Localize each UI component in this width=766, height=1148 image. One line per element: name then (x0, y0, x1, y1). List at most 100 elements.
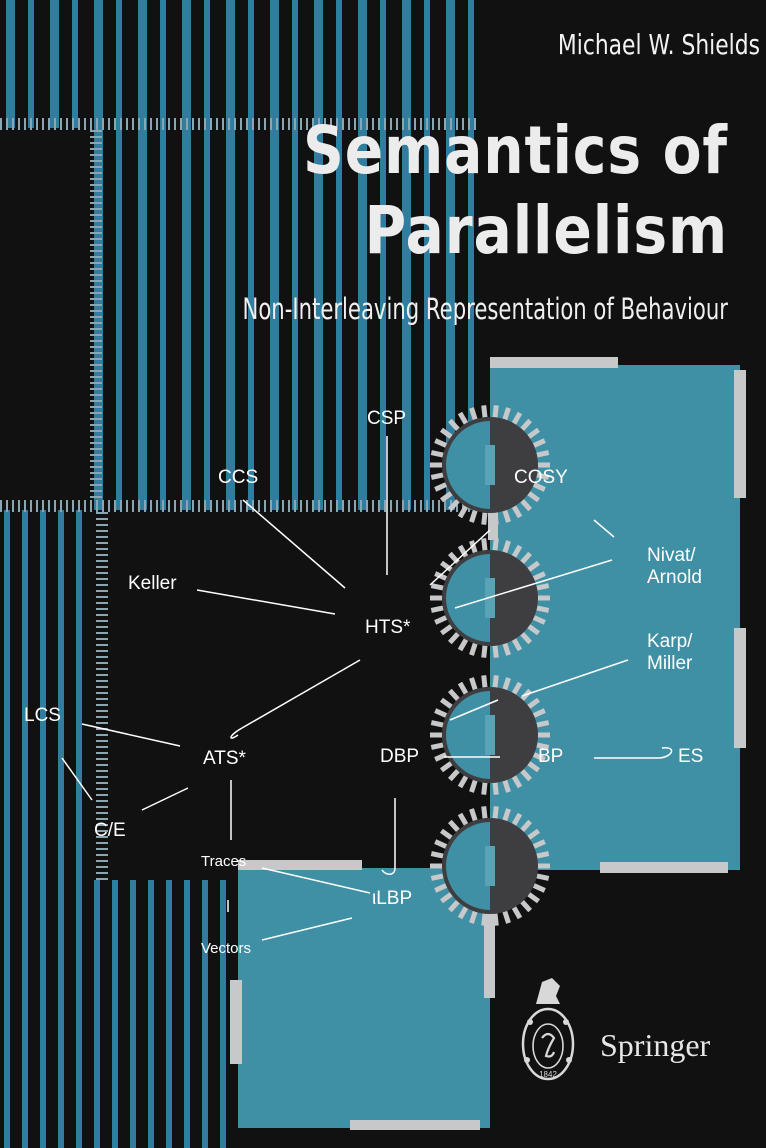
tick (246, 500, 248, 512)
tick (192, 118, 194, 130)
stripe (314, 0, 323, 510)
gear-tooth (511, 411, 523, 425)
tick (96, 878, 108, 880)
tick (216, 118, 218, 130)
gear-tooth (527, 828, 541, 840)
tick (186, 118, 188, 130)
tick (108, 500, 110, 512)
tick (90, 322, 102, 324)
gear-tooth (447, 418, 460, 432)
gear-tooth (536, 450, 550, 458)
stripe (380, 0, 386, 510)
gear-tooth (527, 560, 541, 572)
tick (90, 244, 102, 246)
tick (366, 118, 368, 130)
stripe (148, 880, 154, 1148)
tick (282, 118, 284, 130)
gear-tooth (520, 899, 533, 913)
gear-tooth (481, 405, 488, 418)
tick (108, 118, 110, 130)
stripe (182, 0, 191, 510)
tick (420, 500, 422, 512)
left-panel (0, 128, 92, 510)
stripe (204, 0, 210, 510)
tick (96, 716, 108, 718)
tick (150, 118, 152, 130)
tick (96, 542, 108, 544)
gear-tooth (481, 512, 488, 525)
gear-circles (430, 405, 550, 926)
tick (162, 500, 164, 512)
tick (426, 500, 428, 512)
tick (456, 500, 458, 512)
tick (240, 118, 242, 130)
tick (90, 364, 102, 366)
stripe (130, 880, 136, 1148)
logo-year: 1842 (539, 1070, 557, 1079)
gear-tooth (502, 808, 511, 822)
gear-tooth (502, 540, 511, 554)
tick (90, 190, 102, 192)
gear-tooth (520, 551, 533, 565)
tick (372, 500, 374, 512)
tick (30, 500, 32, 512)
tick (168, 118, 170, 130)
tick (72, 500, 74, 512)
label-karp: Karp/ (647, 631, 693, 652)
gear-tooth (527, 892, 541, 904)
gear-tooth (434, 752, 448, 762)
gear-tooth (527, 491, 541, 503)
gear-tooth (447, 899, 460, 913)
gear-tooth (447, 819, 460, 833)
tick (96, 692, 108, 694)
tick (42, 500, 44, 512)
tick (90, 490, 102, 492)
tick (354, 118, 356, 130)
tick (96, 746, 108, 748)
gear-tooth (457, 906, 469, 920)
gear-tooth (536, 472, 550, 480)
gear-tooth (481, 538, 488, 551)
tick (90, 166, 102, 168)
gear-tooth (447, 631, 460, 645)
gear-tooth (457, 775, 469, 789)
gear-tooth (434, 708, 448, 718)
tick (90, 238, 102, 240)
tick (96, 830, 108, 832)
tick (90, 160, 102, 162)
gear-2 (430, 538, 550, 658)
tick (258, 118, 260, 130)
title-line-1: Semantics of (302, 112, 728, 189)
gear-tooth (481, 806, 488, 819)
tick (114, 500, 116, 512)
gear-tooth (469, 779, 478, 793)
stripe (160, 0, 166, 510)
gear-tooth (532, 615, 546, 625)
tick (66, 118, 68, 130)
tick (462, 500, 464, 512)
tick (96, 824, 108, 826)
gear-tooth (439, 560, 453, 572)
tick (294, 500, 296, 512)
tick (6, 118, 8, 130)
tick (96, 788, 108, 790)
tick (96, 710, 108, 712)
tick (126, 118, 128, 130)
gear-tooth (481, 675, 488, 688)
gear-tooth (536, 583, 550, 591)
tick (90, 250, 102, 252)
tick (414, 500, 416, 512)
tick (90, 466, 102, 468)
tick (90, 214, 102, 216)
gear-tooth (532, 438, 546, 448)
tick (186, 500, 188, 512)
gear-tooth (536, 851, 550, 859)
tick (96, 512, 108, 514)
label-ce: C/E (94, 820, 126, 841)
stripe (76, 510, 82, 1148)
stripe (292, 0, 298, 510)
gear-tooth (527, 427, 541, 439)
stripe (402, 0, 411, 510)
tick (96, 524, 108, 526)
tick (270, 500, 272, 512)
